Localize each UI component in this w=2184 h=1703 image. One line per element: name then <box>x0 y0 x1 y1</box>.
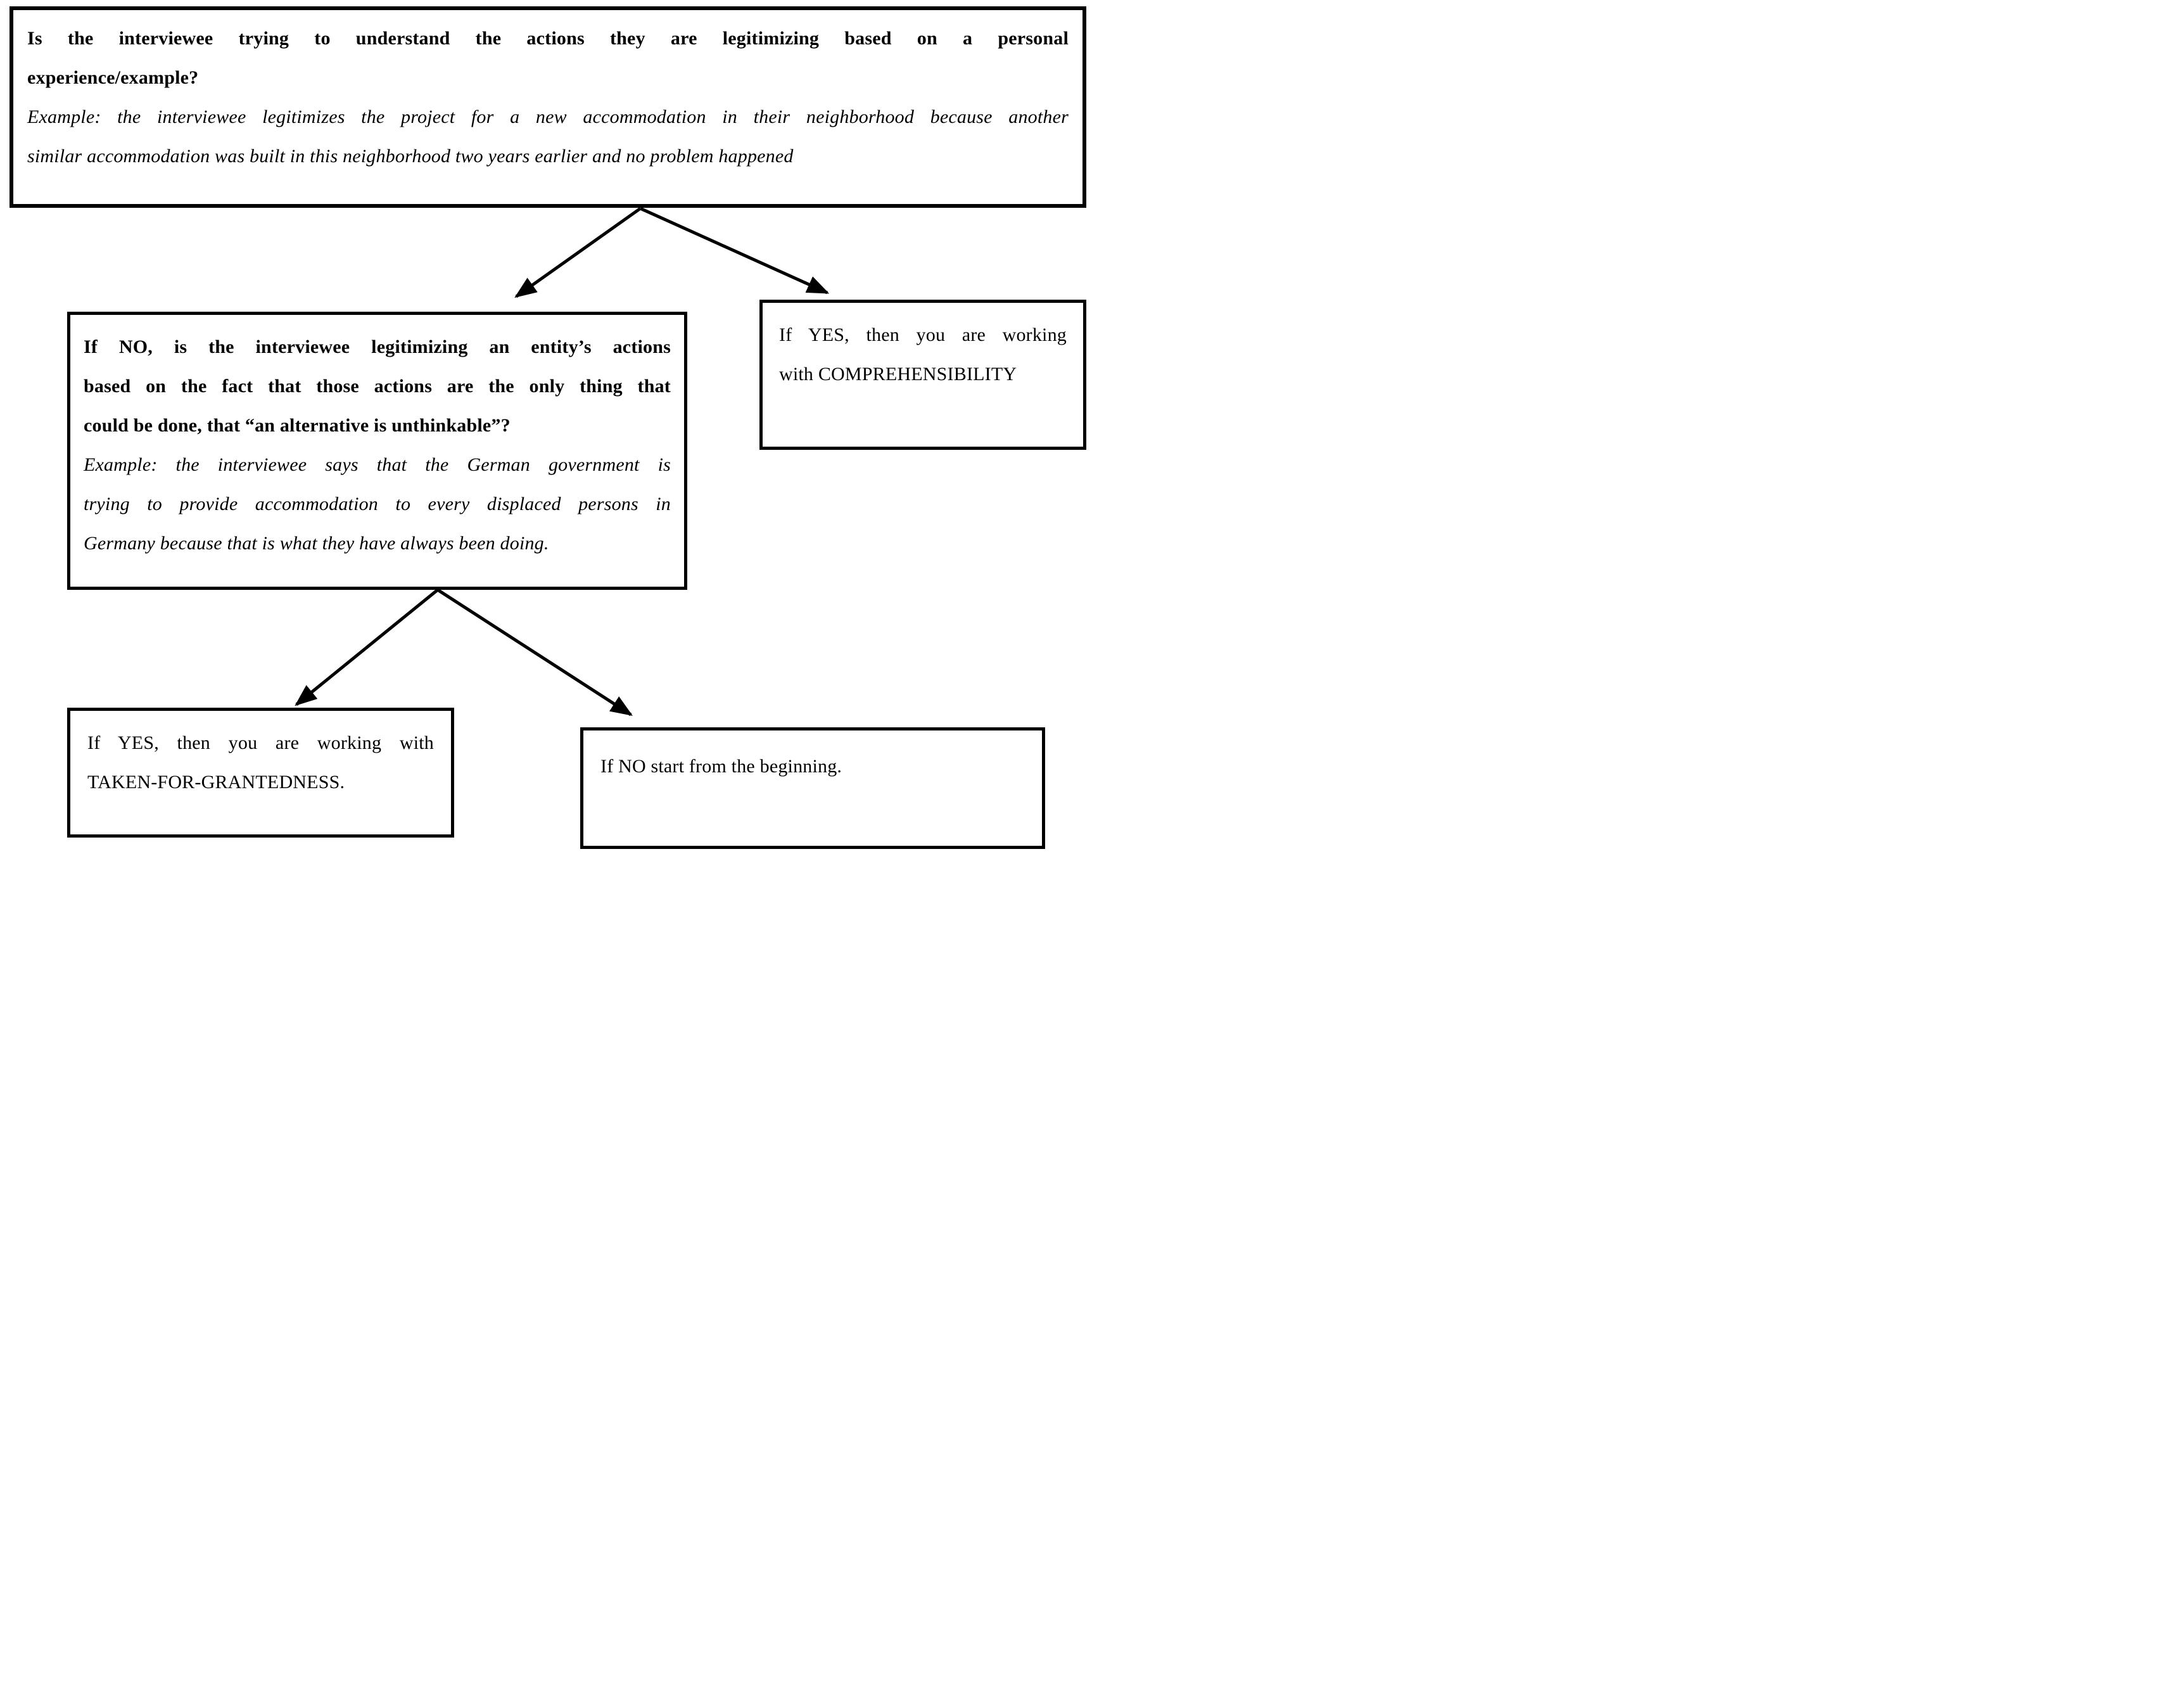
no-branch-question-line: could be done, that “an alternative is u… <box>84 415 511 436</box>
arrow-root-to-comprehensibility <box>639 207 830 295</box>
legitimation-decision-flowchart: Is the interviewee trying to understand … <box>0 0 1092 852</box>
arrow-no-branch-to-restart <box>436 588 633 717</box>
no-branch-example-line: Example: the interviewee says that the G… <box>84 454 671 475</box>
no-branch-example-line: Germany because that is what they have a… <box>84 533 549 554</box>
taken-for-grantedness-outcome-line: TAKEN-FOR-GRANTEDNESS. <box>87 772 345 793</box>
arrows-layer <box>295 207 830 717</box>
root-question-box: Is the interviewee trying to understand … <box>10 6 1086 208</box>
no-branch-example-line: trying to provide accommodation to every… <box>84 494 671 514</box>
root-example-line: Example: the interviewee legitimizes the… <box>27 106 1069 127</box>
taken-for-grantedness-outcome-line: If YES, then you are working with <box>87 732 434 753</box>
taken-for-grantedness-outcome-box: If YES, then you are working with TAKEN-… <box>67 708 454 838</box>
comprehensibility-outcome-box: If YES, then you are working with COMPRE… <box>759 300 1086 450</box>
no-branch-question-box: If NO, is the interviewee legitimizing a… <box>67 312 687 590</box>
no-branch-question-line: If NO, is the interviewee legitimizing a… <box>84 336 671 357</box>
root-question-line: Is the interviewee trying to understand … <box>27 28 1069 49</box>
restart-outcome-line: If NO start from the beginning. <box>600 756 842 777</box>
no-branch-question-line: based on the fact that those actions are… <box>84 376 671 397</box>
restart-outcome-box: If NO start from the beginning. <box>580 727 1045 849</box>
arrow-no-branch-to-taken-for-grantedness <box>295 589 439 706</box>
comprehensibility-outcome-line: with COMPREHENSIBILITY <box>779 364 1017 385</box>
comprehensibility-outcome-line: If YES, then you are working <box>779 324 1067 345</box>
root-question-line: experience/example? <box>27 67 199 88</box>
arrow-root-to-no-branch <box>514 207 642 298</box>
root-example-line: similar accommodation was built in this … <box>27 146 794 167</box>
